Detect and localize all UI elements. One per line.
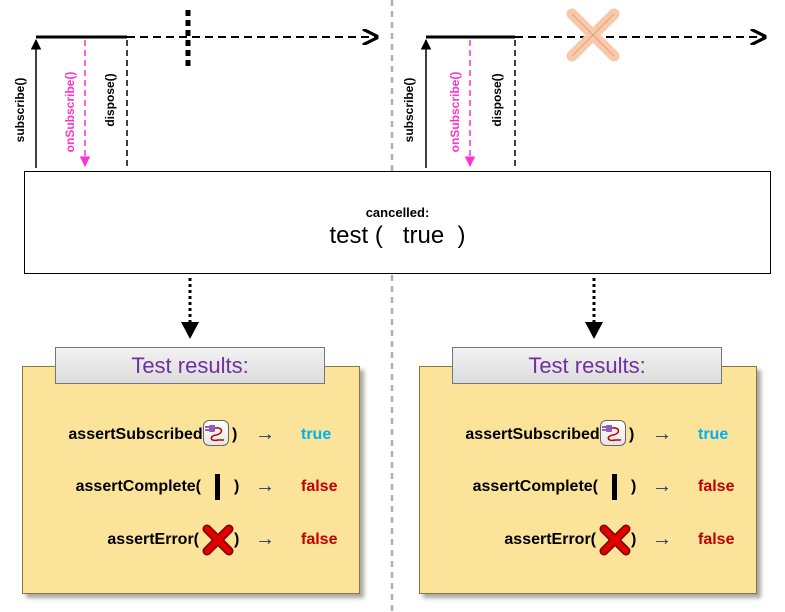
- assert-complete-row: assertComplete( ) → false: [23, 473, 359, 503]
- test-call-expression: test ( true ): [329, 222, 466, 249]
- arrow-right-icon: →: [255, 475, 275, 497]
- subscribe-plug-icon: [600, 420, 626, 446]
- cancelled-parameter-label: cancelled:: [365, 205, 430, 220]
- panel-title: Test results:: [452, 347, 722, 384]
- panel-title: Test results:: [55, 347, 325, 384]
- assert-function-name: assertError(: [504, 531, 596, 548]
- left-dispose-label: dispose(): [103, 73, 117, 127]
- right-dispose-label: dispose(): [490, 73, 504, 127]
- assert-result-value: true: [301, 426, 332, 443]
- assert-function-name: assertComplete(: [472, 478, 598, 495]
- left-subscribe-label: subscribe(): [13, 77, 27, 143]
- assert-function-name: assertError(: [107, 531, 199, 548]
- assert-function-name: assertSubscribed(: [465, 426, 605, 443]
- test-call-box: cancelled: test ( true ): [24, 171, 771, 274]
- complete-bar-icon: [612, 474, 617, 500]
- right-cancel-cross-icon: [566, 8, 620, 62]
- right-onsubscribe-label: onSubscribe(): [448, 71, 462, 153]
- close-paren: ): [234, 478, 240, 495]
- left-down-arrowhead: [181, 322, 199, 339]
- left-timeline: [30, 10, 377, 339]
- assert-result-value: false: [698, 478, 735, 495]
- right-test-results-panel: Test results: assertSubscribed( ) → true…: [419, 347, 757, 594]
- assert-result-value: true: [698, 426, 729, 443]
- left-test-results-panel: Test results: assertSubscribed( ) → true…: [22, 347, 360, 594]
- assert-result-value: false: [301, 478, 338, 495]
- close-paren: ): [631, 478, 637, 495]
- complete-bar-icon: [215, 474, 220, 500]
- assert-subscribed-row: assertSubscribed( ) → true: [420, 420, 756, 451]
- close-paren: ): [234, 531, 240, 548]
- right-subscribe-label: subscribe(): [402, 77, 416, 143]
- subscribe-plug-icon: [203, 420, 229, 446]
- arrow-right-icon: →: [255, 423, 275, 445]
- right-timeline: [420, 8, 765, 339]
- close-paren: ): [232, 426, 238, 443]
- error-x-icon: [598, 523, 632, 557]
- assert-function-name: assertSubscribed(: [68, 426, 208, 443]
- assert-complete-row: assertComplete( ) → false: [420, 473, 756, 503]
- arrow-right-icon: →: [255, 528, 275, 550]
- assert-function-name: assertComplete(: [75, 478, 201, 495]
- close-paren: ): [631, 531, 637, 548]
- assert-result-value: false: [698, 531, 735, 548]
- close-paren: ): [629, 426, 635, 443]
- arrow-right-icon: →: [652, 423, 672, 445]
- assert-error-row: assertError( ) → false: [23, 523, 359, 557]
- arrow-right-icon: →: [652, 528, 672, 550]
- assert-result-value: false: [301, 531, 338, 548]
- error-x-icon: [201, 523, 235, 557]
- assert-error-row: assertError( ) → false: [420, 523, 756, 557]
- left-onsubscribe-label: onSubscribe(): [63, 71, 77, 153]
- right-down-arrowhead: [585, 322, 603, 339]
- assert-subscribed-row: assertSubscribed( ) → true: [23, 420, 359, 451]
- arrow-right-icon: →: [652, 475, 672, 497]
